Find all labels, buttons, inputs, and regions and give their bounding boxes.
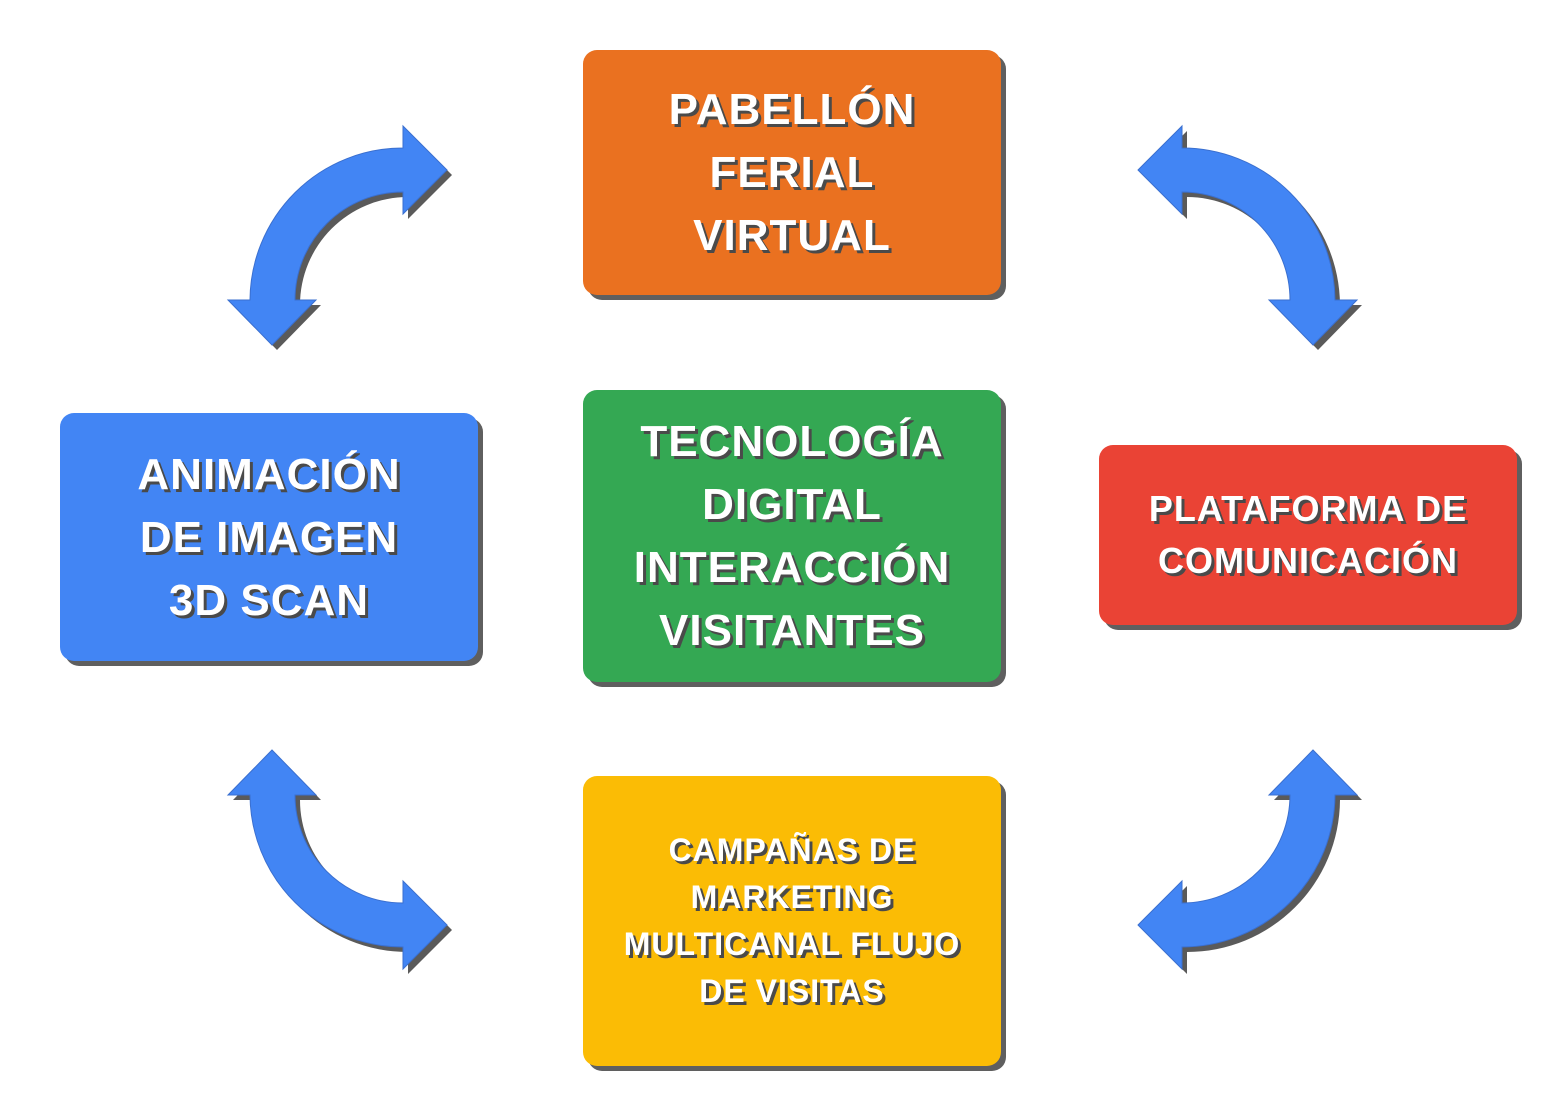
box-label-line: FERIAL <box>709 148 875 197</box>
box-label-line: DE IMAGEN <box>139 512 399 562</box>
box-label-line: TECNOLOGÍA <box>640 417 944 466</box>
box-label-line: CAMPAÑAS DE <box>668 832 916 868</box>
box-label-line: PLATAFORMA DE <box>1148 488 1468 529</box>
box-label-line: MARKETING <box>690 879 894 915</box>
box-animacion-3d-scan: ANIMACIÓN DE IMAGEN 3D SCAN <box>60 413 478 661</box>
box-label-line: MULTICANAL FLUJO <box>623 926 961 962</box>
box-pabellon-ferial-virtual: PABELLÓN FERIAL VIRTUAL <box>583 50 1001 295</box>
box-label-line: VIRTUAL <box>693 211 891 260</box>
box-plataforma-comunicacion: PLATAFORMA DE COMUNICACIÓN <box>1099 445 1517 625</box>
box-label-line: VISITANTES <box>659 606 925 655</box>
box-label-line: DE VISITAS <box>699 973 885 1009</box>
box-tecnologia-digital: TECNOLOGÍA DIGITAL INTERACCIÓN VISITANTE… <box>583 390 1001 682</box>
box-label-line: PABELLÓN <box>668 85 916 134</box>
curved-arrow-top-left-icon <box>227 125 452 350</box>
box-label-line: ANIMACIÓN <box>137 449 401 499</box>
box-campanas-marketing: CAMPAÑAS DE MARKETING MULTICANAL FLUJO D… <box>583 776 1001 1066</box>
curved-arrow-bottom-right-icon <box>1137 749 1362 974</box>
box-label-line: DIGITAL <box>702 480 882 529</box>
box-label-line: 3D SCAN <box>168 575 370 625</box>
curved-arrow-bottom-left-icon <box>227 749 452 974</box>
box-label-line: COMUNICACIÓN <box>1158 540 1458 581</box>
box-label-line: INTERACCIÓN <box>633 543 951 592</box>
curved-arrow-top-right-icon <box>1137 125 1362 350</box>
